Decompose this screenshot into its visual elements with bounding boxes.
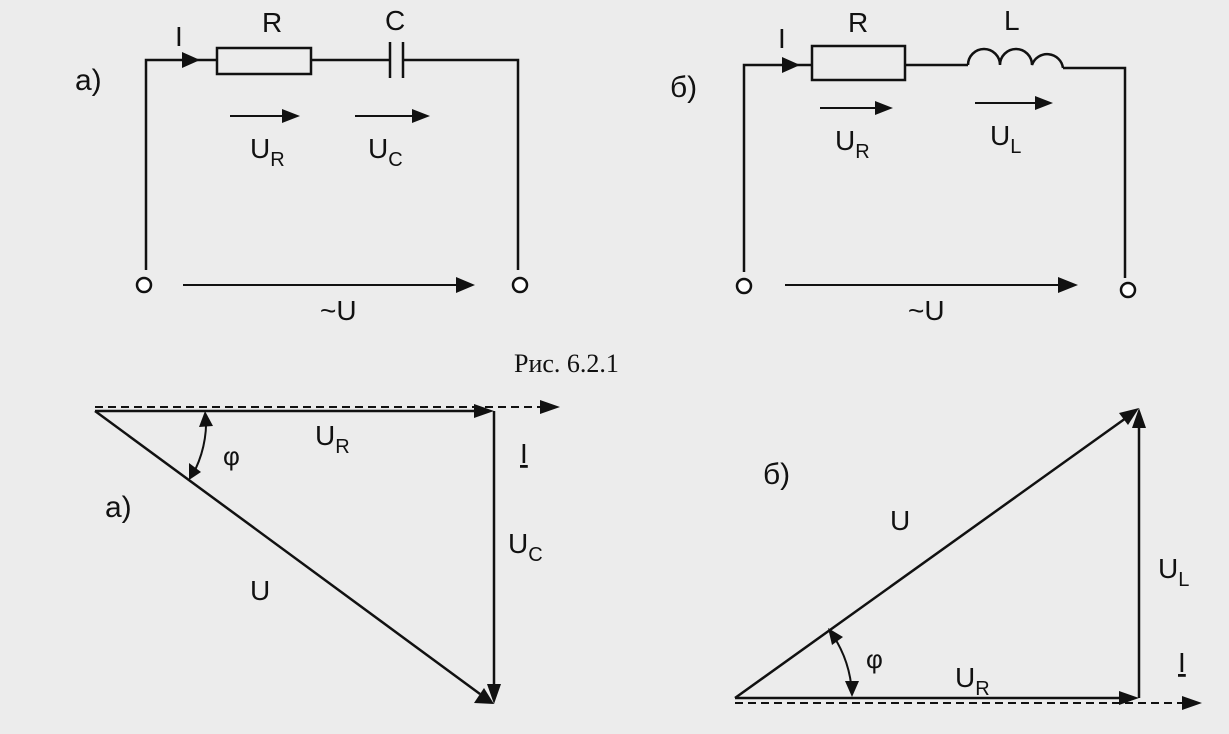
phasor-b: φ UR I UL U б) bbox=[734, 408, 1202, 710]
phasor-a: φ UR I UC U а) bbox=[94, 400, 560, 704]
circuit-b-inductor-label: L bbox=[1004, 5, 1020, 36]
circuit-b-panel-label: б) bbox=[670, 71, 697, 104]
phasor-b-current-label: I bbox=[1178, 647, 1186, 678]
circuit-a-source-label: ~U bbox=[320, 295, 357, 326]
circuit-a-right-wire bbox=[403, 58, 520, 270]
phasor-b-current-arrow-head bbox=[1182, 696, 1202, 710]
circuit-a-uc-arrow-head bbox=[412, 109, 430, 123]
circuit-a-panel-label: а) bbox=[75, 64, 102, 97]
figure-caption: Рис. 6.2.1 bbox=[514, 349, 619, 378]
circuit-b-inductor bbox=[966, 47, 1065, 69]
circuit-b-current-label: I bbox=[778, 23, 786, 54]
phasor-b-u-line bbox=[734, 416, 1127, 700]
circuit-b-resistor bbox=[810, 44, 907, 82]
circuit-b-ul-label: UL bbox=[990, 120, 1021, 158]
circuit-a-current-arrow bbox=[182, 52, 200, 68]
circuit-a-terminal-left bbox=[135, 276, 153, 294]
circuit-a-source-arrow-head bbox=[456, 277, 475, 293]
circuit-a-capacitor-label: C bbox=[385, 5, 405, 36]
phasor-b-u-label: U bbox=[890, 505, 910, 536]
phasor-b-angle-label: φ bbox=[866, 644, 883, 674]
phasor-a-angle-label: φ bbox=[223, 441, 240, 471]
circuit-b-resistor-label: R bbox=[848, 7, 868, 38]
circuit-b: б) I R L UR UL ~U bbox=[670, 5, 1137, 326]
circuit-a-current-label: I bbox=[175, 21, 183, 52]
circuit-b-left-wire bbox=[742, 63, 812, 272]
phasor-b-ur-arrow-head bbox=[1119, 691, 1139, 705]
phasor-b-ul-arrow-head bbox=[1132, 408, 1146, 428]
circuit-b-terminal-left bbox=[735, 277, 753, 295]
circuit-b-source-arrow-head bbox=[1058, 277, 1078, 293]
phasor-a-u-line bbox=[94, 409, 481, 696]
circuit-a: а) I R C UR UC ~U bbox=[75, 5, 529, 326]
phasor-a-u-label: U bbox=[250, 575, 270, 606]
circuit-b-current-arrow bbox=[782, 57, 800, 73]
phasor-a-ur-label: UR bbox=[315, 420, 350, 458]
phasor-a-current-arrow-head bbox=[540, 400, 560, 414]
circuit-b-ul-arrow-head bbox=[1035, 96, 1053, 110]
circuit-b-ur-arrow-head bbox=[875, 101, 893, 115]
phasor-a-uc-arrow-head bbox=[487, 684, 501, 704]
circuit-b-terminal-right bbox=[1119, 281, 1137, 299]
phasor-a-angle-arrow-bottom bbox=[189, 463, 201, 480]
phasor-b-panel-label: б) bbox=[763, 458, 790, 491]
circuit-a-resistor bbox=[215, 46, 313, 76]
phasor-b-ur-label: UR bbox=[955, 662, 990, 700]
circuit-a-ur-label: UR bbox=[250, 133, 285, 171]
phasor-b-u-arrow-head bbox=[1119, 408, 1139, 425]
phasor-a-uc-label: UC bbox=[508, 528, 543, 566]
phasor-a-current-label: I bbox=[520, 438, 528, 469]
phasor-a-ur-arrow-head bbox=[474, 404, 494, 418]
phasor-a-panel-label: а) bbox=[105, 491, 132, 524]
phasor-b-angle-arrow-top bbox=[828, 628, 843, 645]
circuit-a-uc-label: UC bbox=[368, 133, 403, 171]
circuit-a-resistor-label: R bbox=[262, 7, 282, 38]
circuit-b-source-label: ~U bbox=[908, 295, 945, 326]
circuit-a-left-wire bbox=[144, 58, 217, 270]
phasor-a-angle-arrow-top bbox=[199, 411, 213, 427]
circuit-b-ur-label: UR bbox=[835, 125, 870, 163]
phasor-a-u-arrow-head bbox=[474, 688, 494, 704]
circuit-a-terminal-right bbox=[511, 276, 529, 294]
phasor-b-angle-arrow-bottom bbox=[845, 681, 859, 697]
circuit-b-right-wire bbox=[1063, 66, 1127, 278]
circuit-a-ur-arrow-head bbox=[282, 109, 300, 123]
phasor-b-ul-label: UL bbox=[1158, 553, 1189, 591]
